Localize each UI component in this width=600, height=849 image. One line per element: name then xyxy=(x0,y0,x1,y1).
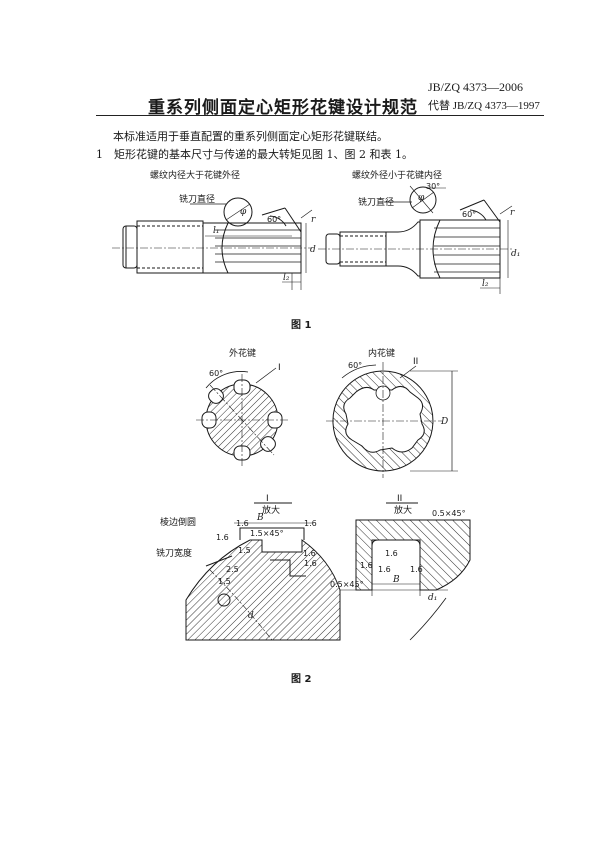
detail-I-drawing xyxy=(185,502,341,641)
detail-I-chamfer: 1.5×45° xyxy=(250,529,284,538)
fig1-right-milling-label: 铣刀直径 xyxy=(358,196,394,208)
detail-I-ra-9: 1.6 xyxy=(304,559,317,568)
replaces-standard: 代替 JB/ZQ 4373—1997 xyxy=(428,100,540,112)
detail-II-chamfer-top: 0.5×45° xyxy=(432,509,466,518)
inner-spline-mark-II: II xyxy=(413,357,418,367)
detail-I-B: B xyxy=(256,513,264,523)
fig1-left-angle: 60° xyxy=(267,215,281,224)
header-rule xyxy=(96,115,544,116)
fig1-left-d: d xyxy=(310,245,316,255)
detail-II-ra-7: 1.6 xyxy=(378,565,391,574)
document-title: 重系列侧面定心矩形花键设计规范 xyxy=(148,98,418,118)
figure1-left-shaft xyxy=(112,197,313,290)
standard-number: JB/ZQ 4373—2006 xyxy=(428,80,524,94)
intro-paragraph: 本标准适用于垂直配置的重系列侧面定心矩形花键联结。 xyxy=(113,130,388,143)
detail-I-val-15: 1.5 xyxy=(238,546,251,555)
inner-spline-label: 内花键 xyxy=(368,347,395,359)
edge-round-label: 棱边倒圆 xyxy=(160,516,196,528)
detail-I-enlarge: 放大 xyxy=(262,504,280,516)
fig1-right-l2: l₂ xyxy=(482,279,489,289)
detail-I-mark: I xyxy=(266,494,269,504)
figure1-right-shaft xyxy=(318,185,513,294)
detail-II-drawing xyxy=(340,502,471,641)
fig1-right-angle: 60° xyxy=(462,210,476,219)
outer-spline-section xyxy=(196,367,290,468)
fig1-right-r: r xyxy=(510,208,515,218)
clause-1: 1 矩形花键的基本尺寸与传递的最大转矩见图 1、图 2 和表 1。 xyxy=(96,148,413,161)
fig1-right-angle-30: 30° xyxy=(426,182,440,191)
detail-I-ra-3: 1.6 xyxy=(303,549,316,558)
detail-II-enlarge: 放大 xyxy=(394,504,412,516)
detail-I-val-25: 2.5 xyxy=(226,565,239,574)
detail-II-ra-5: 1.6 xyxy=(385,549,398,558)
detail-II-mark: II xyxy=(397,494,402,504)
detail-I-ra-1: 1.6 xyxy=(236,519,249,528)
detail-I-val-15b: 1.5 xyxy=(218,577,231,586)
detail-II-B: B xyxy=(392,575,400,585)
fig1-left-phi: φ xyxy=(240,207,247,217)
fig1-right-phi: φ xyxy=(418,193,425,203)
fig1-right-d1: d₁ xyxy=(511,249,520,259)
outer-spline-label: 外花键 xyxy=(229,347,256,359)
inner-spline-section xyxy=(326,362,458,478)
fig1-left-milling-label: 铣刀直径 xyxy=(179,193,215,205)
detail-I-ra-2: 1.6 xyxy=(304,519,317,528)
fig1-left-l2: l₂ xyxy=(283,273,290,283)
fig1-left-r: r xyxy=(311,215,316,225)
detail-II-d1: d₁ xyxy=(428,593,437,603)
detail-II-ra-8: 1.6 xyxy=(410,565,423,574)
outer-spline-angle: 60° xyxy=(209,369,223,378)
inner-spline-D: D xyxy=(440,417,448,427)
detail-I-ra-4: 1.6 xyxy=(216,533,229,542)
outer-spline-mark-I: I xyxy=(278,363,281,373)
detail-I-d: d xyxy=(248,611,254,621)
cutter-width-label: 铣刀宽度 xyxy=(156,547,192,559)
detail-II-ra-6: 1.6 xyxy=(360,561,373,570)
figure1-caption: 图 1 xyxy=(291,320,312,331)
figure2-caption: 图 2 xyxy=(291,674,312,685)
fig1-right-title: 螺纹外径小于花键内径 xyxy=(352,169,442,181)
fig1-left-l1: l₁ xyxy=(213,226,220,236)
inner-spline-angle: 60° xyxy=(348,361,362,370)
fig1-left-title: 螺纹内径大于花键外径 xyxy=(150,169,240,181)
detail-II-chamfer-bottom: 0.5×45° xyxy=(330,580,364,589)
